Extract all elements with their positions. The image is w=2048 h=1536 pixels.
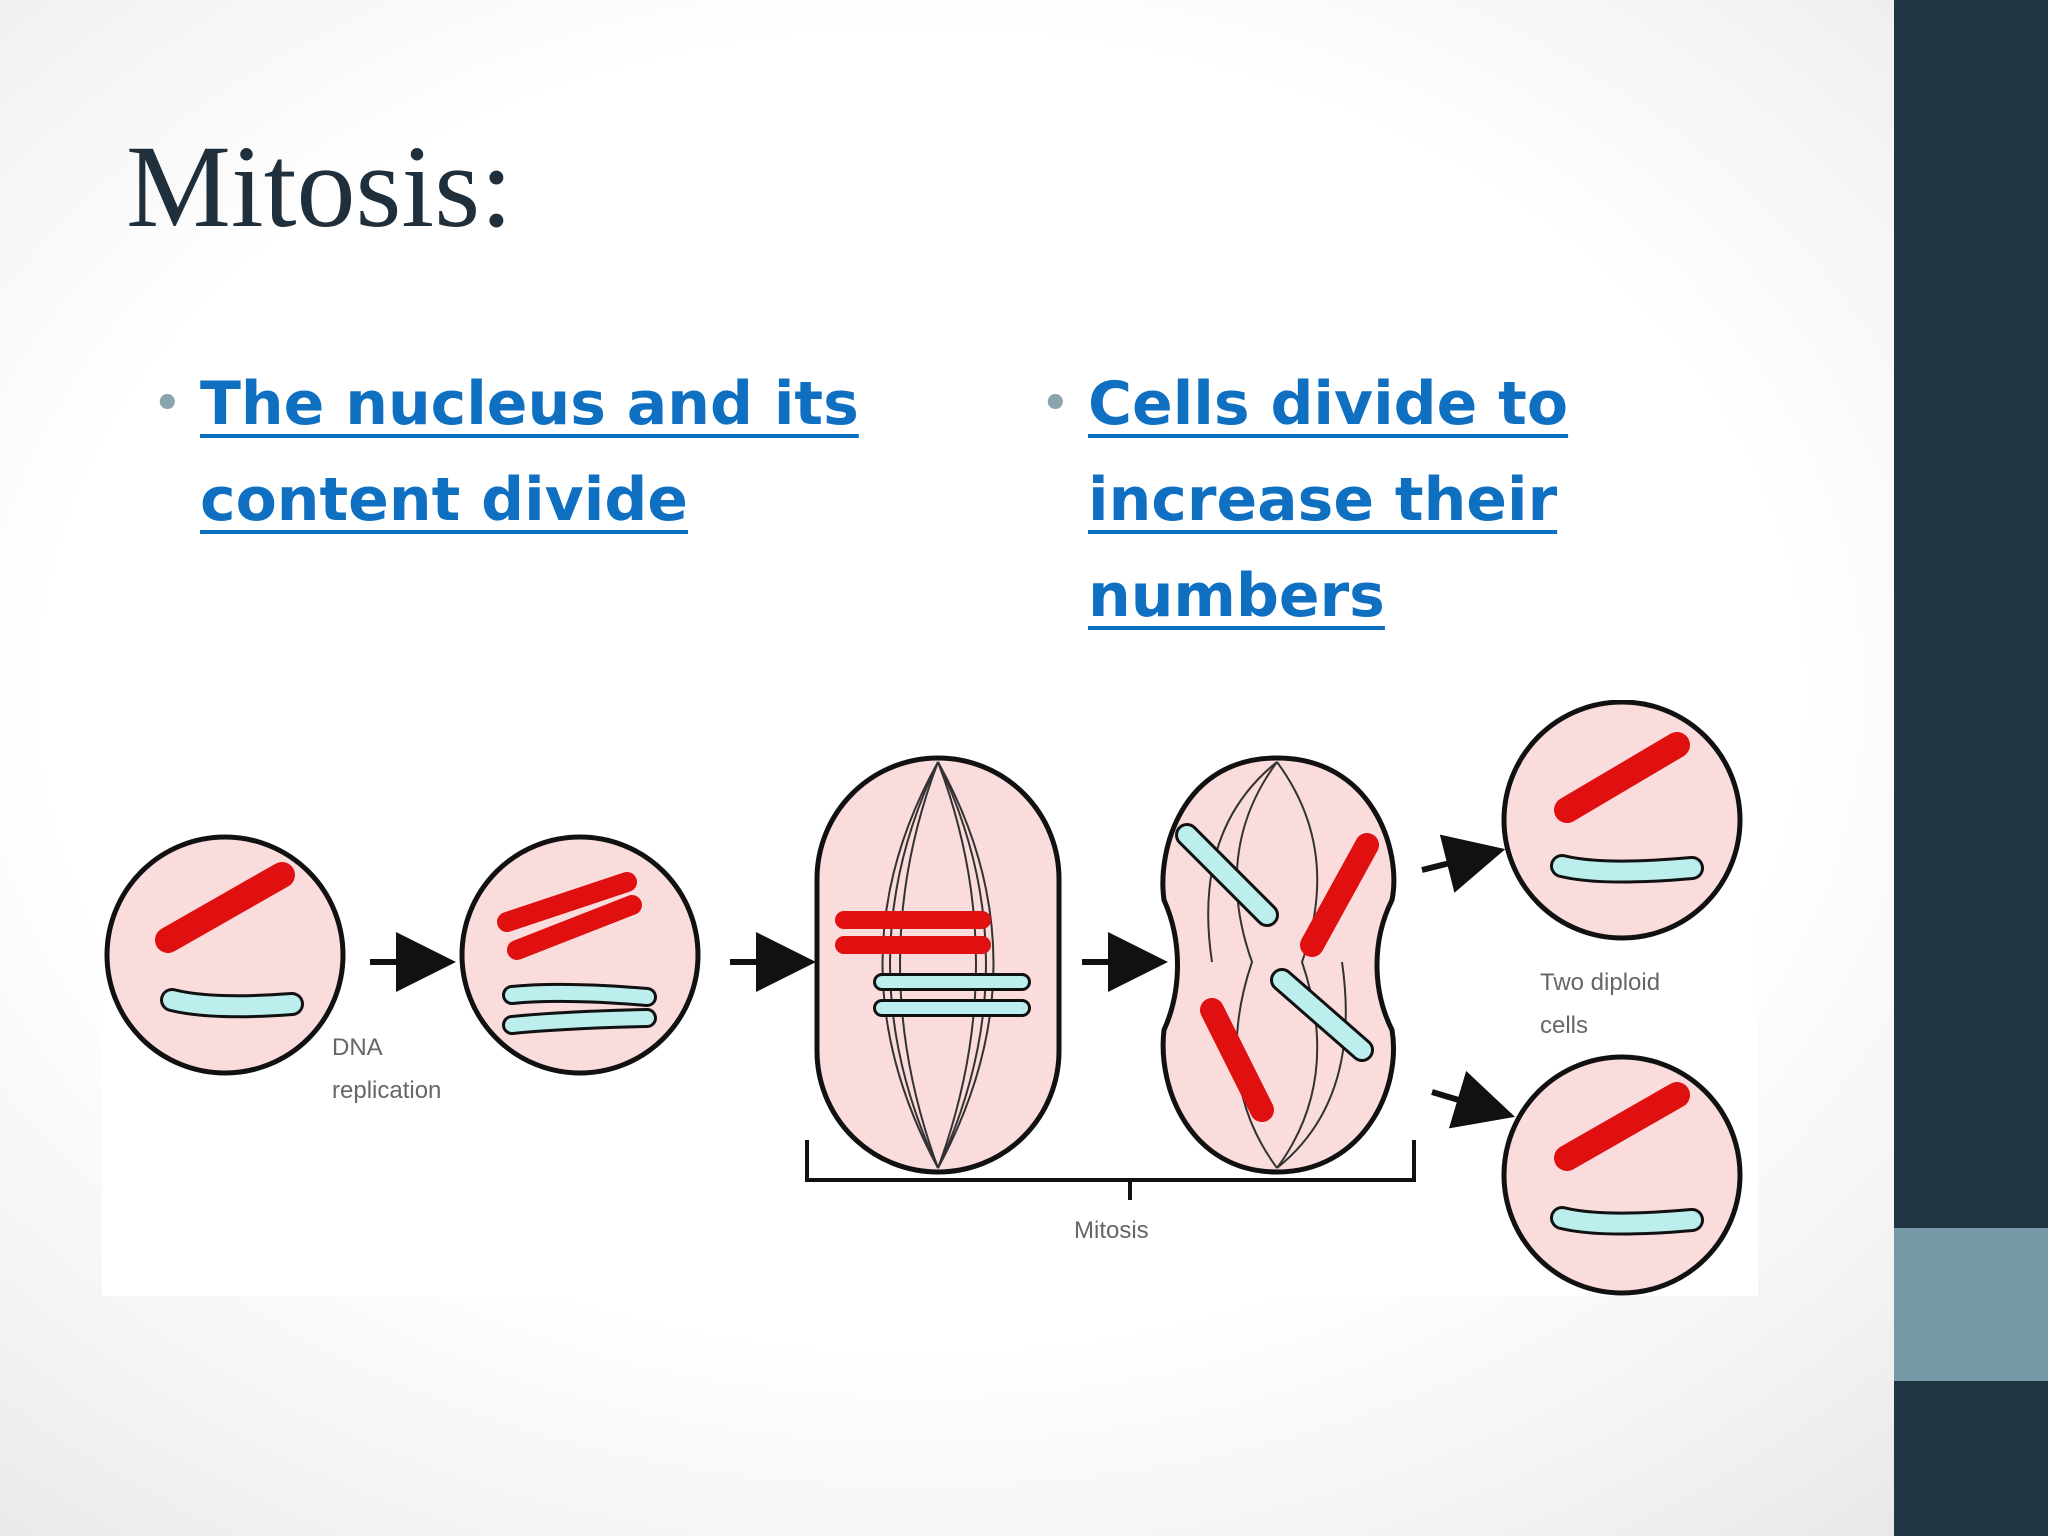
bullet-link-text[interactable]: Cells divide to increase their numbers — [1088, 369, 1569, 631]
label-cells: cells — [1540, 1012, 1588, 1039]
slide-title: Mitosis: — [126, 121, 513, 252]
label-two-diploid: Two diploid — [1540, 969, 1660, 996]
cell-metaphase — [814, 755, 1062, 1175]
mitosis-diagram: DNA replication — [102, 700, 1758, 1296]
cell-anaphase — [1160, 755, 1397, 1175]
label-replication: replication — [332, 1077, 441, 1104]
cell-interphase — [104, 834, 346, 1076]
daughter-cell-top — [1501, 700, 1743, 941]
bullet-link-text[interactable]: The nucleus and its content divide — [200, 369, 859, 535]
daughter-cell-bottom — [1501, 1054, 1743, 1296]
bullet-item-1[interactable]: • The nucleus and its content divide — [152, 356, 900, 548]
arrow-upper — [1421, 834, 1506, 893]
label-two-diploid-cells: Two diploid cells — [1540, 969, 1660, 1039]
label-dna-replication: DNA replication — [332, 1034, 441, 1104]
label-mitosis: Mitosis — [1074, 1217, 1149, 1244]
bullet-dot-icon: • — [152, 374, 183, 434]
arrow-lower — [1431, 1070, 1515, 1129]
bullet-dot-icon: • — [1040, 374, 1071, 434]
bullet-item-2[interactable]: • Cells divide to increase their numbers — [1040, 356, 1648, 644]
label-dna: DNA — [332, 1034, 383, 1061]
cell-replicated — [459, 834, 701, 1076]
sidebar-accent-block — [1894, 1228, 2048, 1381]
mitosis-bracket: Mitosis — [805, 1140, 1416, 1244]
